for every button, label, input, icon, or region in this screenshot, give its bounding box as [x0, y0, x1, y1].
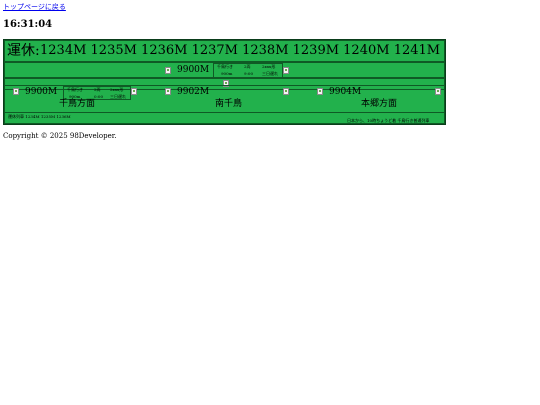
signal-flag-icon [283, 67, 289, 74]
info-destination: 千鳥行き [67, 87, 83, 92]
signal-flag-icon [435, 88, 441, 95]
signal-flag-icon [165, 67, 171, 74]
signal-flag-icon [165, 88, 171, 95]
signal-flag-icon [223, 80, 229, 87]
info-cars: 2両 [244, 64, 251, 69]
info-destination: 千鳥行き [217, 64, 233, 69]
info-time: 0:00 [94, 94, 103, 99]
info-delay: 三日遅れ [110, 94, 126, 99]
train-info-grid: 千鳥行き 2両 2xxx形 900m 9:00 三日遅れ [213, 63, 283, 77]
train-board: 運休: 1234M 1235M 1236M 1237M 1238M 1239M … [3, 39, 446, 125]
suspended-trains: 1234M 1235M 1236M 1237M 1238M 1239M 1240… [40, 43, 441, 58]
info-cars: 2両 [94, 87, 101, 92]
info-row: 運休列車 1234M 1235M 1236M 日本から、10時ちょうど着 千鳥行… [4, 112, 445, 124]
back-to-top-link[interactable]: トップページに戻る [3, 3, 66, 11]
info-type: 2xxx形 [110, 87, 124, 92]
suspended-label: 運休: [7, 43, 40, 59]
suspended-row: 運休: 1234M 1235M 1236M 1237M 1238M 1239M … [4, 40, 445, 62]
train-number: 9900M [177, 65, 210, 75]
signal-flag-icon [317, 88, 323, 95]
signal-flag-icon [131, 88, 137, 95]
clock-display: 16:31:04 [3, 19, 53, 30]
train-number: 9902M [177, 87, 210, 97]
train-number: 9900M [25, 87, 58, 97]
train-number: 9904M [329, 87, 362, 97]
train-row-1: 9900M 千鳥行き 2両 2xxx形 900m 9:00 三日遅れ [4, 62, 445, 78]
direction-label: 千鳥方面 [59, 99, 96, 109]
signal-flag-icon [283, 88, 289, 95]
arrival-info: 日本から、10時ちょうど着 千鳥行き普通列車 [347, 118, 430, 123]
train-row-3: 9900M 千鳥行き 2両 2xxx形 900m 0:00 三日遅れ 9902M… [4, 85, 445, 113]
info-distance: 900m [69, 94, 81, 99]
signal-flag-icon [13, 88, 19, 95]
info-time: 9:00 [244, 71, 253, 76]
suspended-summary: 運休列車 1234M 1235M 1236M [8, 114, 71, 119]
direction-label: 本郷方面 [361, 99, 398, 109]
train-info-grid: 千鳥行き 2両 2xxx形 900m 0:00 三日遅れ [63, 86, 131, 100]
info-distance: 900m [221, 71, 233, 76]
copyright-footer: Copyright © 2025 98Developer. [3, 132, 117, 140]
station-label: 南千鳥 [215, 99, 243, 109]
info-delay: 三日遅れ [262, 71, 278, 76]
train-row-2 [4, 78, 445, 90]
info-type: 2xxx形 [262, 64, 276, 69]
